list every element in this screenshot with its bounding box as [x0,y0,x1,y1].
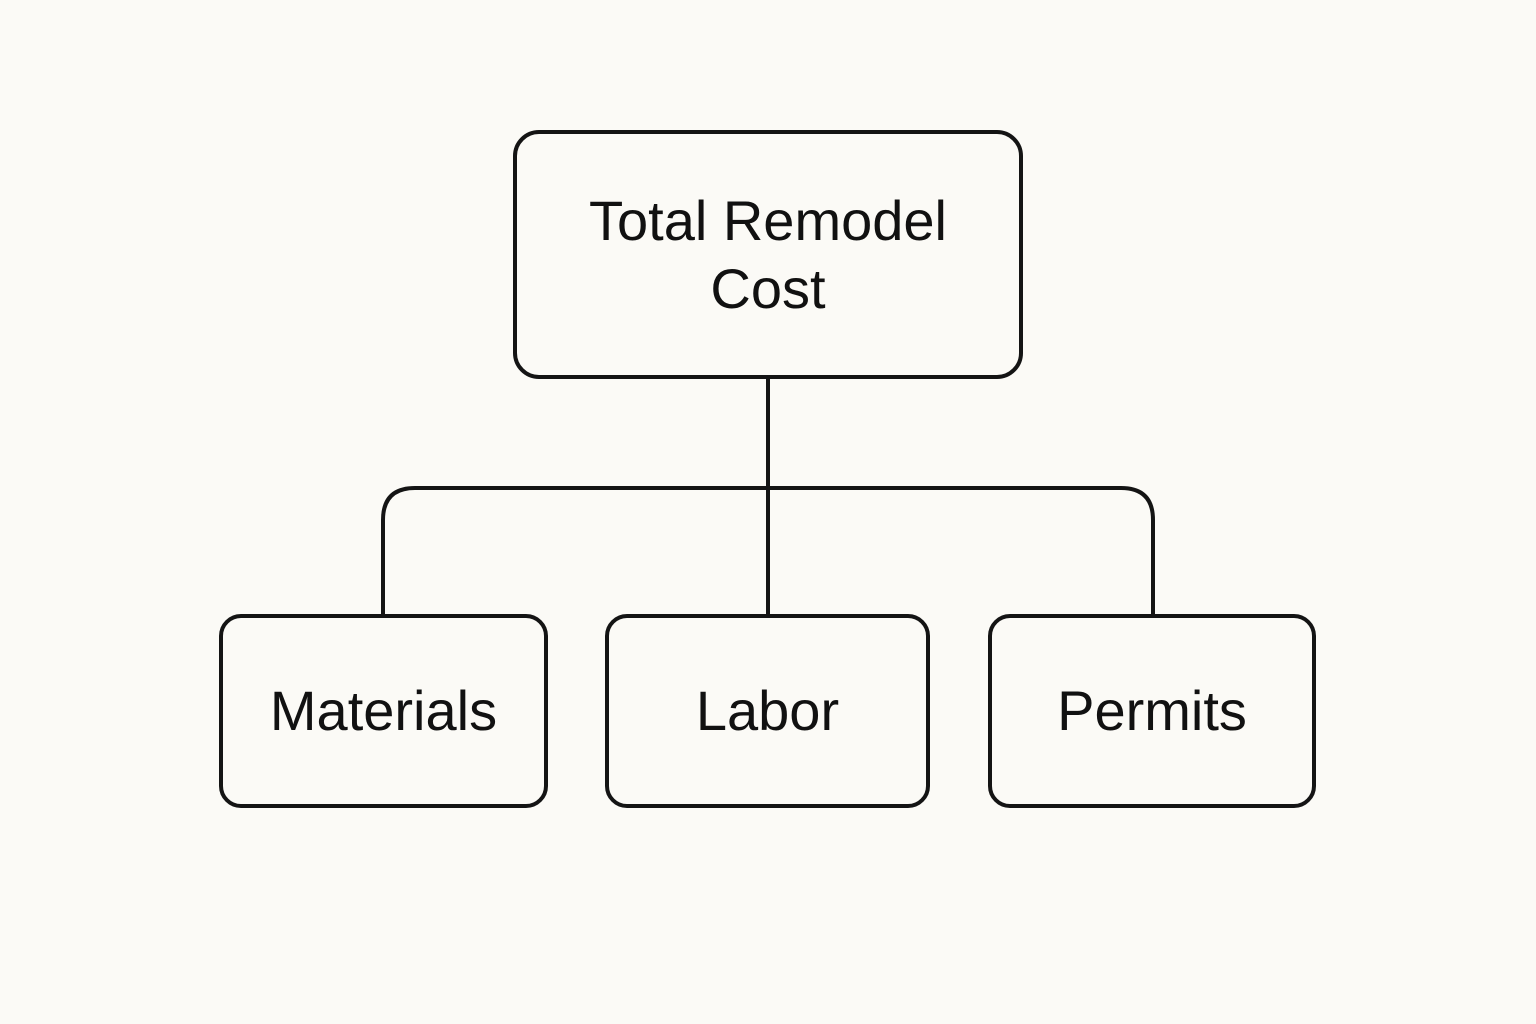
node-root-line-2: Cost [710,256,826,320]
node-labor-label: Labor [695,679,840,742]
node-permits: Permits [988,614,1316,808]
node-total-remodel-cost-label: Total Remodel Cost [589,187,947,323]
node-root-line-1: Total Remodel [589,188,947,252]
node-labor: Labor [605,614,930,808]
node-permits-label: Permits [1057,679,1247,742]
node-materials: Materials [219,614,548,808]
node-total-remodel-cost: Total Remodel Cost [513,130,1023,379]
node-materials-label: Materials [269,679,498,742]
connector-branch [381,486,1155,614]
